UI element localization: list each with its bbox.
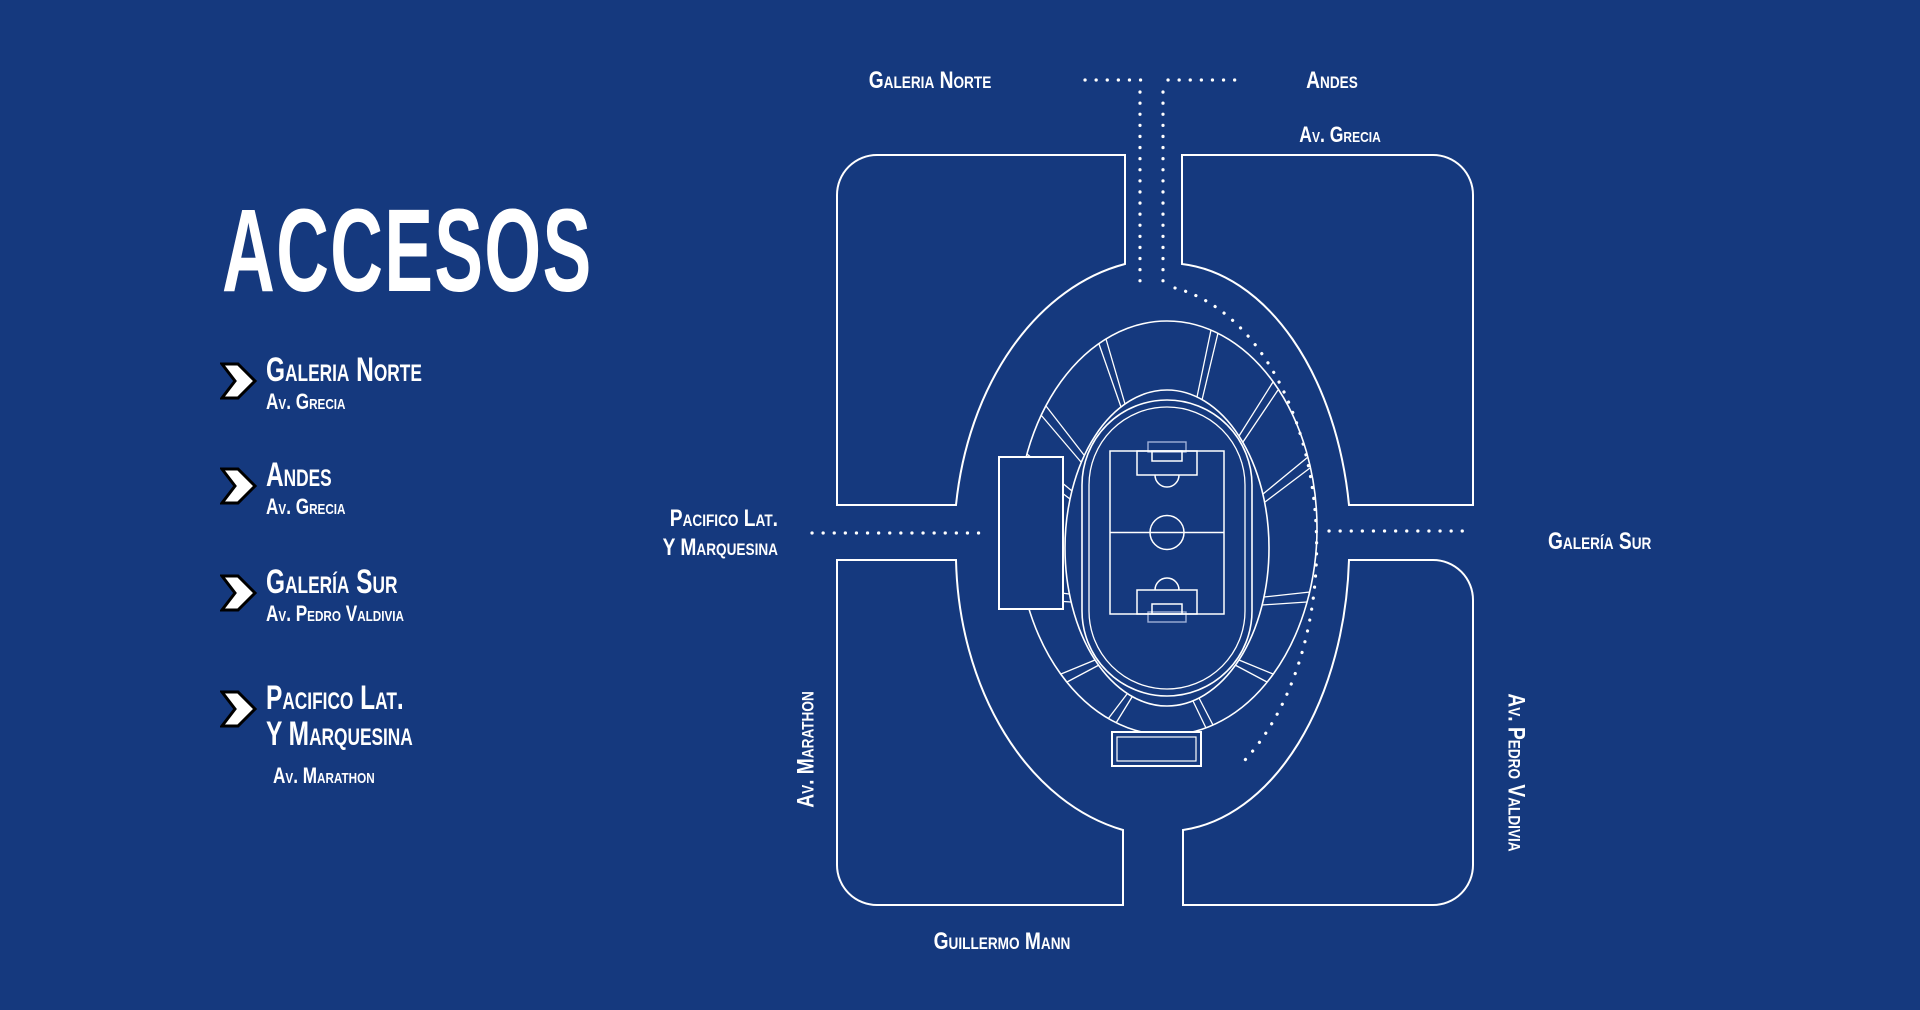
access-item-galeria-sur: Galería Sur Av. Pedro Valdivia (220, 564, 449, 626)
map-label-av-grecia: Av. Grecia (1299, 122, 1381, 147)
page-title: ACCESOS (222, 185, 593, 317)
access-item-pacifico: Pacifico Lat. Y Marquesina Av. Marathon (220, 680, 470, 788)
chevron-right-icon (220, 362, 258, 400)
access-name-line2: Y Marquesina (266, 715, 413, 753)
map-label-andes: Andes (1306, 67, 1358, 94)
access-name: Galería Sur (266, 563, 398, 601)
marquesina-building (998, 456, 1064, 610)
access-routes-dotted (810, 78, 1470, 762)
access-name: Andes (266, 456, 332, 494)
map-label-pacifico-line2: Y Marquesina (662, 534, 778, 561)
access-name: Galeria Norte (266, 351, 422, 389)
block-south-west (836, 559, 1124, 906)
south-building (1111, 731, 1202, 767)
access-street: Av. Grecia (266, 389, 346, 414)
access-name: Pacifico Lat. (266, 679, 404, 717)
bowl-inner-ring (1064, 389, 1270, 707)
chevron-right-icon (220, 574, 258, 612)
map-label-galeria-norte: Galeria Norte (868, 67, 992, 94)
block-south-east (1182, 559, 1474, 906)
block-north-west (836, 154, 1126, 506)
map-label-av-marathon: Av. Marathon (792, 691, 820, 808)
map-label-av-pedro-valdivia: Av. Pedro Valdivia (1502, 693, 1530, 852)
track-oval-inner (1088, 406, 1246, 690)
access-item-galeria-norte: Galeria Norte Av. Grecia (220, 352, 482, 414)
access-street: Av. Grecia (266, 494, 346, 519)
chevron-right-icon (220, 467, 258, 505)
city-blocks (836, 154, 1474, 906)
access-street: Av. Pedro Valdivia (266, 601, 404, 626)
block-north-east (1181, 154, 1474, 506)
map-label-galeria-sur: Galería Sur (1548, 528, 1652, 555)
chevron-right-icon (220, 690, 258, 728)
track-oval-outer (1081, 399, 1253, 697)
map-label-pacifico: Pacifico Lat. Y Marquesina (618, 504, 778, 562)
map-label-pacifico-line1: Pacifico Lat. (669, 505, 778, 532)
football-pitch (1109, 441, 1225, 623)
map-label-guillermo-mann: Guillermo Mann (933, 928, 1071, 955)
access-street: Av. Marathon (273, 763, 375, 788)
access-item-andes: Andes Av. Grecia (220, 457, 368, 519)
route-andes-curve (1173, 286, 1319, 762)
